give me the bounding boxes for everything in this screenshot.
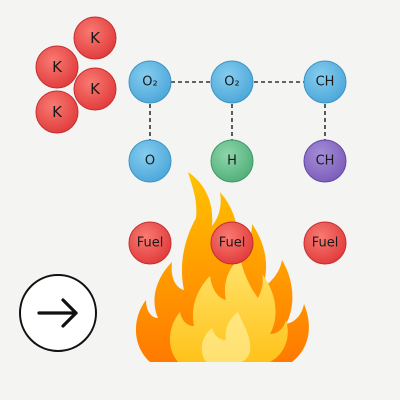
flame-core xyxy=(201,312,251,362)
molecule-ch-top-label: CH xyxy=(316,75,335,90)
atom-o: O xyxy=(128,139,172,183)
top-row-molecules: O₂ O₂ CH xyxy=(128,60,347,104)
atom-k-1: K xyxy=(73,16,117,60)
molecule-ch-top: CH xyxy=(303,60,347,104)
atom-k-2: K xyxy=(35,45,79,89)
atom-k-1-label: K xyxy=(90,29,101,47)
atom-k-2-label: K xyxy=(52,58,63,76)
atom-o-label: O xyxy=(145,154,155,169)
fuel-3-label: Fuel xyxy=(312,236,339,251)
atom-k-3-label: K xyxy=(90,80,101,98)
flame-inner xyxy=(169,258,288,362)
molecule-o2-2-label: O₂ xyxy=(224,75,239,90)
fire-illustration xyxy=(135,172,309,362)
atom-k-4-label: K xyxy=(52,103,63,121)
atom-h: H xyxy=(210,139,254,183)
bottom-row-atoms: O H CH xyxy=(128,139,347,183)
bond-lines xyxy=(149,81,326,140)
fuel-1: Fuel xyxy=(128,221,172,265)
fuel-2: Fuel xyxy=(210,221,254,265)
atom-h-label: H xyxy=(227,154,237,169)
molecule-o2-1: O₂ xyxy=(128,60,172,104)
molecule-o2-1-label: O₂ xyxy=(142,75,157,90)
fuel-2-label: Fuel xyxy=(219,236,246,251)
molecule-ch-bottom: CH xyxy=(303,139,347,183)
arrow-right-icon xyxy=(37,298,78,328)
fuel-molecules: Fuel Fuel Fuel xyxy=(128,221,347,265)
fuel-1-label: Fuel xyxy=(137,236,164,251)
arrow-button[interactable] xyxy=(19,274,97,352)
fuel-3: Fuel xyxy=(303,221,347,265)
molecule-ch-bottom-label: CH xyxy=(316,154,335,169)
potassium-atoms: K K K K xyxy=(35,16,117,134)
atom-k-4: K xyxy=(35,90,79,134)
molecule-o2-2: O₂ xyxy=(210,60,254,104)
atom-k-3: K xyxy=(73,67,117,111)
